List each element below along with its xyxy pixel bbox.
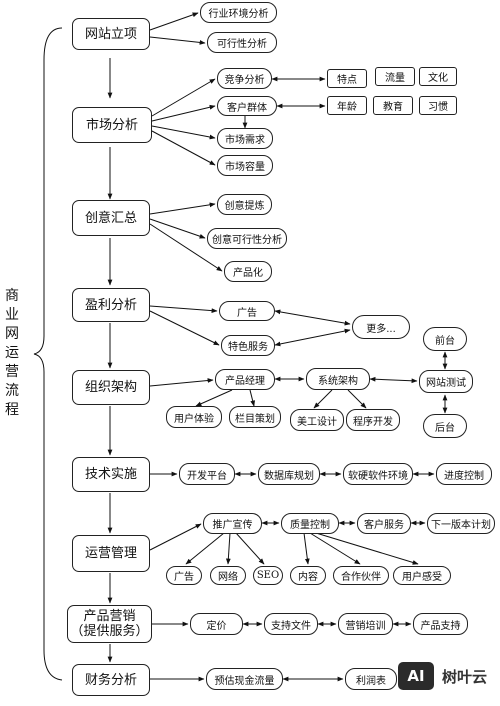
stage-operations: 运营管理: [72, 535, 150, 572]
marketing-training: 营销培训: [338, 613, 393, 635]
progress-control: 进度控制: [436, 463, 492, 485]
stage-idea-summary: 创意汇总: [72, 200, 150, 236]
column-planning: 栏目策划: [229, 406, 281, 428]
pricing: 定价: [190, 613, 243, 635]
ops-partners: 合作伙伴: [333, 566, 389, 585]
competition-analysis: 竞争分析: [217, 68, 272, 89]
hardware-software-environment: 软硬软件环境: [343, 463, 413, 485]
ops-user-experience: 用户感受: [393, 566, 451, 585]
ops-advertising: 广告: [166, 566, 202, 585]
ops-seo: SEO: [253, 566, 283, 585]
customer-group: 客户群体: [217, 96, 277, 116]
logo-text: 树叶云: [442, 667, 488, 686]
profit-advertising: 广告: [219, 301, 275, 321]
idea-refinement: 创意提炼: [217, 194, 272, 215]
system-architecture: 系统架构: [306, 368, 370, 390]
tag-culture: 文化: [419, 67, 457, 86]
tag-age: 年龄: [327, 96, 367, 115]
logo: AI 树叶云: [398, 662, 487, 690]
development-platform: 开发平台: [179, 463, 235, 485]
user-experience: 用户体验: [166, 406, 222, 428]
stage-finance-analysis: 财务分析: [72, 664, 150, 696]
productization: 产品化: [224, 261, 272, 282]
tag-feature: 特点: [327, 69, 367, 88]
stage-site-setup: 网站立项: [72, 18, 150, 50]
tag-habit: 习惯: [419, 96, 457, 115]
stage-tech-implementation: 技术实施: [72, 457, 150, 492]
industry-environment-analysis: 行业环境分析: [200, 2, 277, 23]
ops-network: 网络: [210, 566, 246, 585]
promotion: 推广宣传: [203, 513, 262, 534]
program-development: 程序开发: [346, 409, 400, 431]
stage-profit-analysis: 盈利分析: [72, 288, 150, 322]
page-title: 商业网运营流程: [5, 288, 19, 418]
estimated-cash-flow: 预估现金流量: [206, 668, 283, 690]
customer-service: 客户服务: [357, 513, 411, 534]
website-testing: 网站测试: [419, 370, 473, 393]
profit-special-service: 特色服务: [221, 335, 275, 356]
product-manager: 产品经理: [215, 369, 275, 390]
ops-content: 内容: [290, 566, 326, 585]
tag-education: 教育: [373, 96, 413, 115]
backend: 后台: [423, 414, 467, 438]
quality-control: 质量控制: [281, 513, 339, 534]
art-design: 美工设计: [290, 409, 344, 431]
profit-statement: 利润表: [345, 668, 397, 690]
market-demand: 市场需求: [217, 128, 273, 149]
tag-traffic: 流量: [375, 67, 415, 86]
support-documents: 支持文件: [264, 613, 318, 635]
market-capacity: 市场容量: [217, 155, 273, 176]
product-support: 产品支持: [413, 613, 468, 635]
next-version-plan: 下一版本计划: [427, 513, 495, 534]
feasibility-analysis: 可行性分析: [207, 32, 277, 53]
logo-mark: AI: [398, 662, 434, 690]
stage-market-analysis: 市场分析: [72, 107, 152, 143]
idea-feasibility-analysis: 创意可行性分析: [207, 228, 287, 249]
profit-more: 更多...: [352, 315, 410, 339]
database-planning: 数据库规划: [258, 463, 320, 485]
stage-product-marketing: 产品营销 （提供服务）: [67, 605, 152, 643]
stage-organization: 组织架构: [72, 370, 150, 405]
frontend: 前台: [423, 327, 467, 351]
